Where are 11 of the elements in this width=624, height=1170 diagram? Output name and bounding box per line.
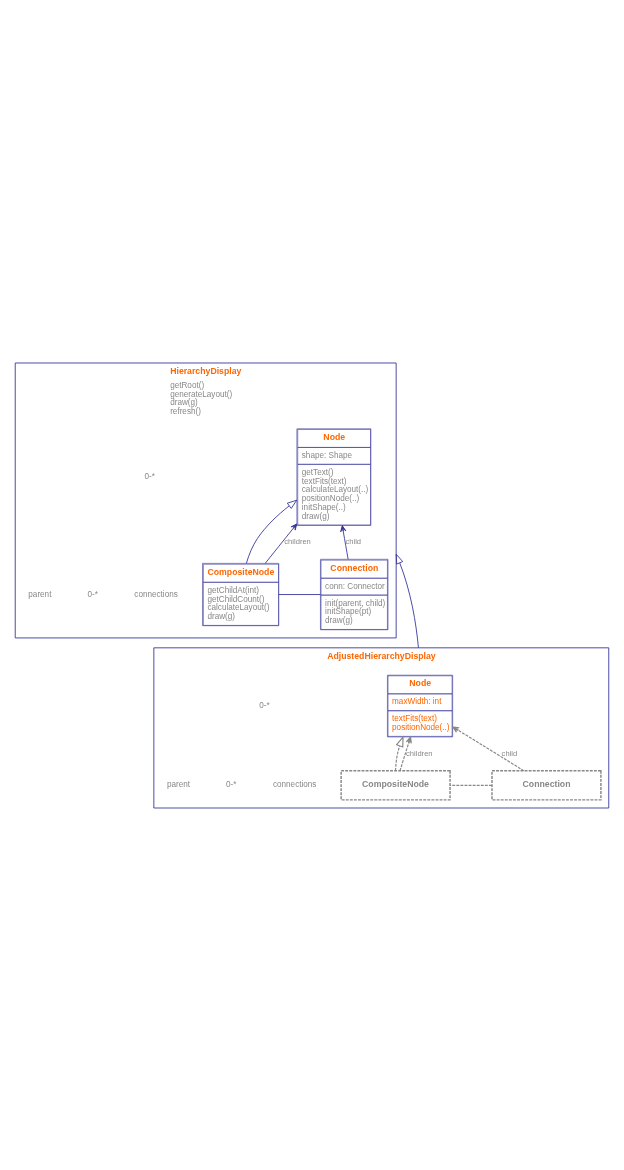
node-box: Connection bbox=[491, 769, 602, 801]
arrow bbox=[452, 725, 525, 771]
arrow bbox=[399, 735, 412, 771]
arrow bbox=[394, 735, 404, 771]
arrow bbox=[340, 524, 349, 560]
arrow bbox=[245, 499, 298, 564]
connector bbox=[449, 784, 493, 786]
connector bbox=[278, 593, 321, 595]
arrow bbox=[395, 553, 419, 648]
node-box: CompositeNode bbox=[340, 769, 451, 801]
arrow bbox=[264, 523, 298, 564]
